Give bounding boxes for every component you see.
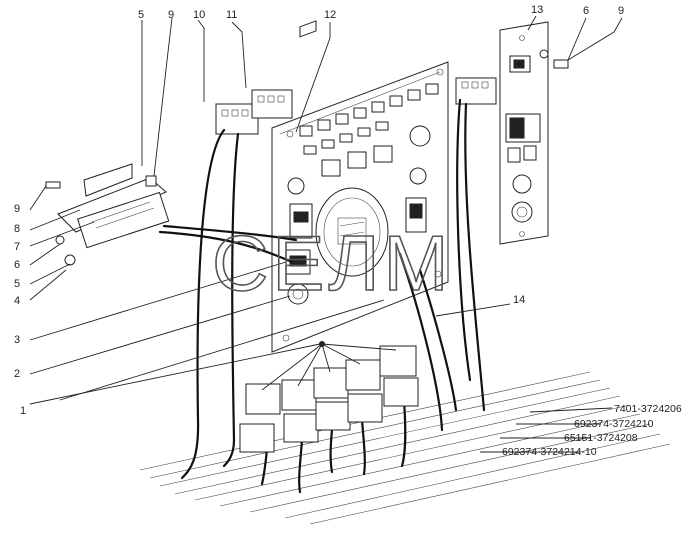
side-rocker-key <box>509 117 525 139</box>
connector-c <box>313 367 349 399</box>
connector-f <box>239 423 275 453</box>
callout-10: 10 <box>193 9 205 21</box>
switch-c <box>373 145 393 163</box>
part-number-3: 65151-3724208 <box>564 432 638 444</box>
side-panel-hole-bottom <box>519 231 525 237</box>
callout-9-left: 9 <box>14 203 20 215</box>
connector-j <box>383 377 419 407</box>
rocker-switch-left-key <box>293 211 309 223</box>
leader-lines <box>29 15 623 453</box>
callout-5-top: 5 <box>138 9 144 21</box>
callout-7: 7 <box>14 241 20 253</box>
callout-11: 11 <box>226 9 237 21</box>
callout-8: 8 <box>14 223 20 235</box>
indicator-switch-row <box>299 20 439 155</box>
rocker-switch-right-key <box>409 203 423 219</box>
part-number-labels: 7401-3724206 692374-3724210 65151-372420… <box>502 403 682 458</box>
connector-d <box>345 359 381 391</box>
part-number-1: 7401-3724206 <box>614 403 682 415</box>
top-connectors <box>215 89 293 135</box>
callout-labels: 5 9 10 11 12 13 6 9 14 9 8 7 6 5 4 3 2 1 <box>14 4 624 417</box>
callout-2: 2 <box>14 368 20 380</box>
left-bracket-assembly <box>45 163 170 266</box>
switch-b <box>347 151 367 169</box>
side-switch-panel <box>499 21 549 245</box>
connector-11 <box>251 89 293 119</box>
side-panel-screw <box>539 49 569 69</box>
switch-a <box>321 159 341 177</box>
watermark: СЕЛМ <box>212 219 453 307</box>
callout-1: 1 <box>20 405 26 417</box>
side-knob-lower <box>511 201 533 223</box>
mount-hole-3 <box>282 334 290 342</box>
nut-6-left <box>55 235 65 245</box>
bracket-screw-top <box>145 175 157 187</box>
callout-3: 3 <box>14 334 20 346</box>
callout-9-right: 9 <box>618 5 624 17</box>
callout-6-right: 6 <box>583 5 589 17</box>
side-connector <box>455 77 497 105</box>
callout-14: 14 <box>513 294 525 306</box>
instrument-panel <box>271 20 449 353</box>
connector-10 <box>215 103 259 135</box>
round-button-right <box>409 167 427 185</box>
callout-5-left: 5 <box>14 278 20 290</box>
connector-i <box>347 393 383 423</box>
connector-g <box>283 413 319 443</box>
callout-6-left: 6 <box>14 259 20 271</box>
part-number-4: 692374-3724214-10 <box>502 446 597 458</box>
mount-hole-4 <box>434 270 442 278</box>
wiring-harness <box>158 98 486 494</box>
connector-e <box>379 345 417 377</box>
side-switch-top-key <box>513 59 525 69</box>
connector-a <box>245 383 281 415</box>
side-small-switch-1 <box>507 147 521 163</box>
callout-12: 12 <box>324 9 336 21</box>
central-gauge <box>315 187 389 277</box>
mount-hole-1 <box>286 130 294 138</box>
side-small-switch-2 <box>523 145 537 161</box>
part-number-2: 692374-3724210 <box>574 418 654 430</box>
ignition-knob <box>287 283 309 305</box>
callout-9-top: 9 <box>168 9 174 21</box>
wire-trunk-floor <box>139 371 671 525</box>
callout-13: 13 <box>531 4 543 16</box>
mount-hole-2 <box>436 68 444 76</box>
washer-5-left <box>64 254 76 266</box>
side-knob-upper <box>512 174 532 194</box>
callout-4: 4 <box>14 295 20 307</box>
bolt-9-left <box>45 181 61 189</box>
side-panel-hole-top <box>519 35 525 41</box>
connector-cluster <box>239 341 419 453</box>
connector-h <box>315 401 351 431</box>
round-button-left <box>287 177 305 195</box>
round-button-top <box>409 125 431 147</box>
